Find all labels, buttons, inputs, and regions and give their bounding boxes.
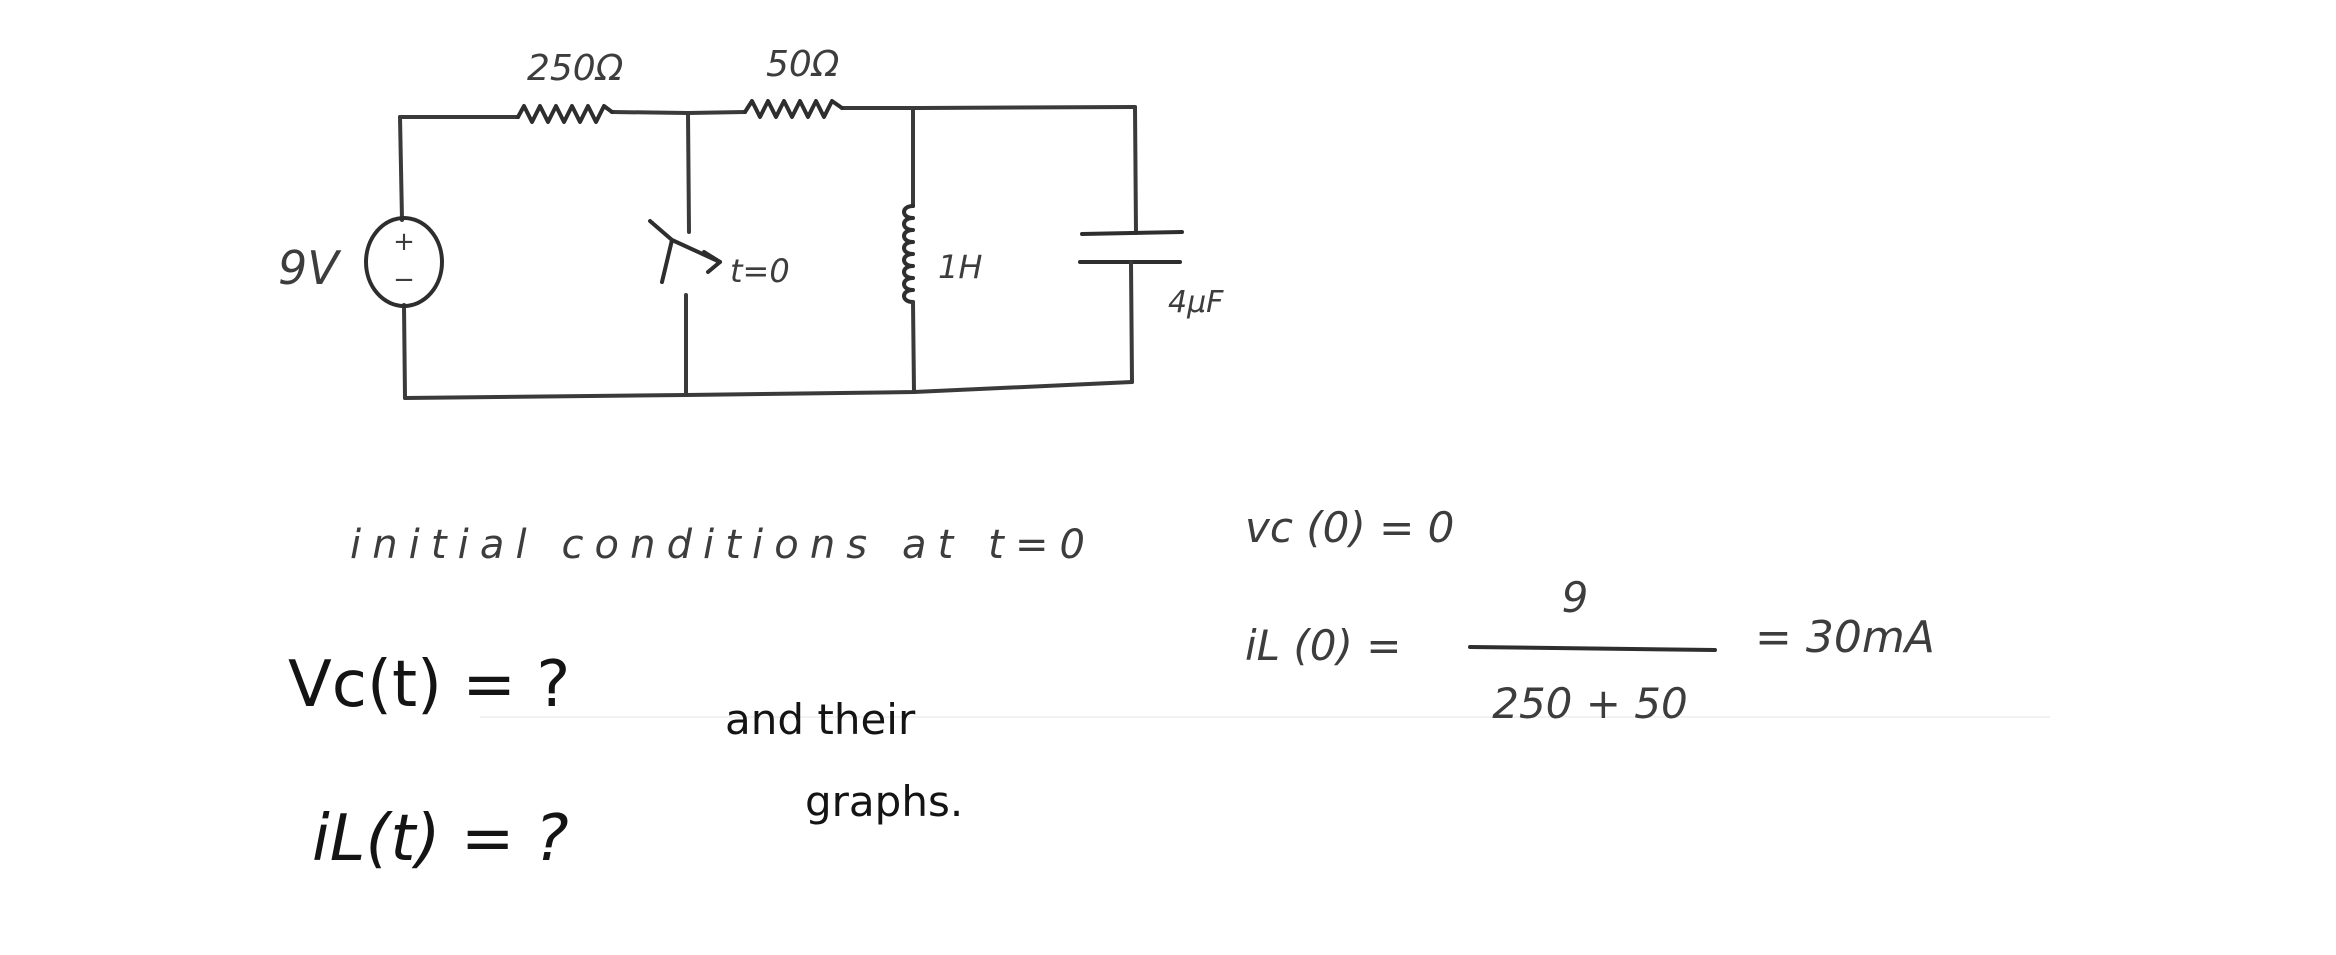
graphs-text: graphs. xyxy=(805,777,963,826)
inductor-initial-current-lhs: iL (0) = xyxy=(1245,621,1401,670)
capacitor-value-label: 4μF xyxy=(1168,285,1224,320)
source-voltage-label: 9V xyxy=(278,241,342,295)
capacitor-initial-voltage: vc (0) = 0 xyxy=(1245,503,1454,552)
capacitor-voltage-question: Vc(t) = ? xyxy=(288,648,570,722)
source-plus-sign: + xyxy=(393,227,415,257)
initial-conditions-heading: initial conditions at t=0 xyxy=(350,522,1085,568)
source-branch-top-wire xyxy=(398,115,404,222)
inductor-current-numerator: 9 xyxy=(1562,573,1589,622)
inductor-value-label: 1H xyxy=(938,248,982,286)
problem-question: Vc(t) = ? iL(t) = ? and their graphs. xyxy=(288,648,963,876)
and-their-text: and their xyxy=(725,695,916,744)
resistor-50-ohm-label: 50Ω xyxy=(766,44,840,85)
source-branch-bottom-wire xyxy=(402,303,407,400)
top-wire-right xyxy=(840,105,1137,110)
switch-blade xyxy=(648,219,674,284)
switch-time-label: t=0 xyxy=(730,252,790,290)
top-wire-mid xyxy=(610,110,747,115)
voltage-source-circle xyxy=(364,216,444,308)
switch-arrow-head xyxy=(702,250,722,274)
switch-branch-top-wire xyxy=(686,111,691,234)
inductor-current-fraction-bar xyxy=(1468,645,1717,652)
bottom-wire xyxy=(403,380,1134,400)
inductor-initial-current-result: = 30mA xyxy=(1755,612,1935,663)
capacitor-branch-bottom-wire xyxy=(1129,260,1134,384)
capacitor-plate-top xyxy=(1080,230,1184,236)
initial-conditions-notes: initial conditions at t=0 vc (0) = 0 iL … xyxy=(350,503,1935,728)
inductor-current-question: iL(t) = ? xyxy=(312,802,569,876)
capacitor-branch-top-wire xyxy=(1133,105,1138,235)
resistor-250-ohm-label: 250Ω xyxy=(527,48,624,89)
switch-symbol xyxy=(648,219,722,284)
inductor-coil xyxy=(902,204,915,304)
inductor-current-denominator: 250 + 50 xyxy=(1492,679,1688,728)
resistor-50-ohm xyxy=(743,99,844,119)
circuit-diagram: + − 9V t=0 1H 4μF xyxy=(278,44,1224,400)
resistor-250-ohm xyxy=(516,104,614,124)
inductor-branch-bottom-wire xyxy=(911,300,916,394)
source-minus-sign: − xyxy=(393,265,415,295)
